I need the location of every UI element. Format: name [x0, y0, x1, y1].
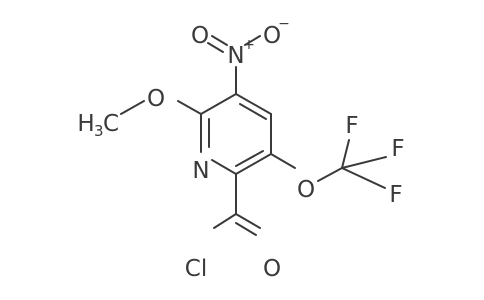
ring-nitrogen-label: N — [192, 158, 209, 184]
bond-methoxy-o-c — [120, 100, 145, 115]
ocf3-oxygen-label: O — [297, 177, 315, 203]
ring-bond-c5-c6-double — [235, 150, 264, 167]
fluorine-bottom-label: F — [389, 182, 402, 208]
nitro-nitrogen-label: N — [227, 43, 244, 69]
methyl-hydrogen-label: H — [77, 111, 94, 137]
bond-cf3-c-f-right — [341, 156, 387, 169]
fluorine-right-label: F — [391, 136, 404, 162]
bond-carbonyl-c-o — [235, 213, 261, 229]
methoxy-group — [120, 100, 202, 115]
bond-c2-methoxy-o — [177, 100, 202, 115]
bond-nitro-n-o-right — [244, 35, 261, 46]
bond-cf3-c-f-bottom — [341, 167, 386, 189]
methyl-label: H 3 C — [77, 111, 119, 140]
nitro-oxygen-right-label: O — [263, 23, 281, 49]
ring-bond-c5-c6 — [235, 153, 272, 175]
bond-c5-ocf3-o — [270, 153, 296, 169]
bond-carbonyl-c-cl — [213, 213, 237, 229]
ring-bond-c3-c4 — [235, 93, 272, 115]
bond-ocf3-o-c — [317, 167, 343, 182]
acyl-chloride-group — [213, 173, 261, 236]
acyl-chlorine-label: Cl — [185, 256, 207, 282]
methyl-subscript-label: 3 — [94, 122, 104, 140]
fluorine-top-label: F — [345, 113, 358, 139]
methyl-carbon-label: C — [103, 111, 119, 137]
methoxy-oxygen-label: O — [147, 86, 165, 112]
bond-nitro-n-o-left — [211, 35, 228, 46]
bond-cf3-c-f-top — [341, 139, 350, 169]
ring-bond-c2-c3 — [200, 93, 237, 115]
nitro-group — [207, 35, 261, 95]
ring-bond-c6-n — [211, 159, 237, 175]
nitro-oxygen-left-label: O — [191, 23, 209, 49]
bond-nitro-n-o-left-double — [207, 42, 224, 53]
bond-carbonyl-c-o-double — [235, 222, 257, 236]
trifluoromethoxy-group — [270, 139, 387, 189]
nitro-oxygen-charge: − — [278, 16, 290, 32]
pyridine-ring — [200, 93, 272, 175]
acyl-oxygen-label: O — [263, 256, 281, 282]
ring-bond-c3-c4-double — [239, 103, 267, 120]
nitro-nitrogen-charge: + — [243, 37, 255, 53]
